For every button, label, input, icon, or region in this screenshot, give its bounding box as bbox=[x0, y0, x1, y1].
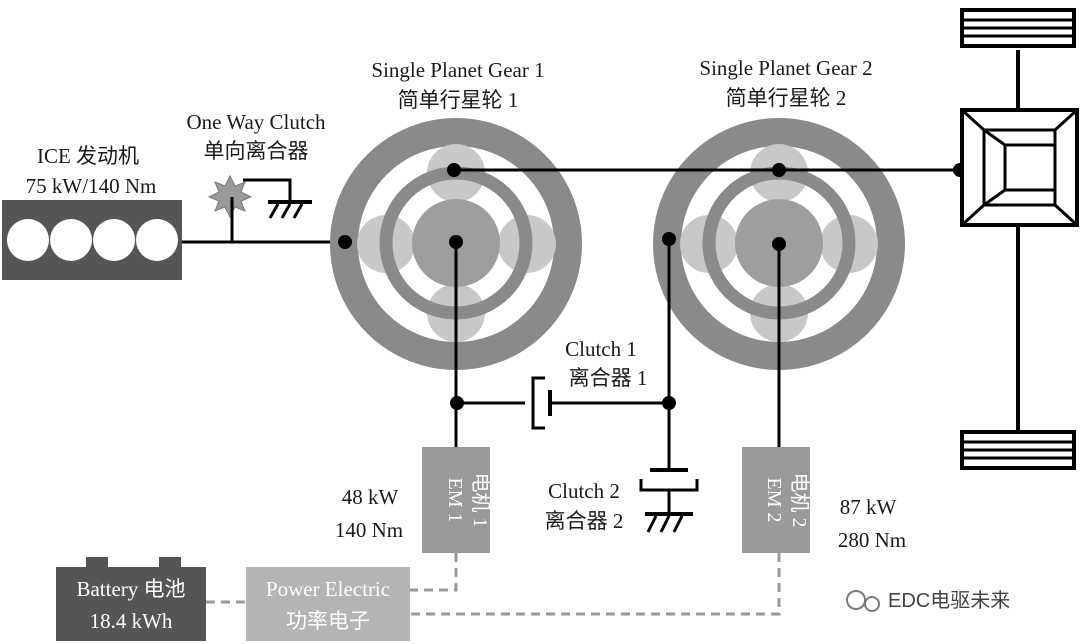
battery-terminal-right bbox=[159, 557, 181, 569]
clutch-2-ground-icon bbox=[645, 512, 693, 533]
engine-cylinder-4 bbox=[136, 219, 178, 261]
em1-label-en: EM 1 bbox=[444, 478, 466, 523]
planet-gear-2-label-zh: 简单行星轮 2 bbox=[726, 86, 847, 110]
clutch-2 bbox=[639, 468, 699, 512]
watermark-text: EDC电驱未来 bbox=[888, 589, 1010, 612]
engine-cylinder-3 bbox=[93, 219, 135, 261]
em2-box bbox=[742, 447, 810, 553]
wheel-bottom bbox=[960, 430, 1076, 470]
engine-cylinder-2 bbox=[50, 219, 92, 261]
one-way-clutch-label-en: One Way Clutch bbox=[186, 110, 326, 134]
em2-label-en: EM 2 bbox=[763, 478, 785, 523]
battery-title: Battery 电池 bbox=[76, 577, 185, 601]
em1-power: 48 kW bbox=[342, 485, 399, 509]
one-way-clutch-ground-icon bbox=[268, 200, 312, 219]
junction-dots bbox=[338, 163, 967, 410]
engine-cylinder-1 bbox=[7, 219, 49, 261]
planet-gear-1-label-zh: 简单行星轮 1 bbox=[398, 88, 519, 112]
em1-box bbox=[422, 447, 490, 553]
clutch-1 bbox=[456, 376, 669, 430]
battery-box bbox=[56, 567, 206, 641]
electrical-connections bbox=[206, 553, 781, 616]
clutch-2-label-en: Clutch 2 bbox=[548, 479, 620, 503]
em2-electrical-link bbox=[410, 553, 781, 616]
differential bbox=[960, 50, 1079, 432]
engine-title: ICE 发动机 bbox=[37, 144, 139, 168]
one-way-clutch-star-icon bbox=[207, 174, 253, 219]
battery bbox=[56, 557, 206, 641]
engine-spec: 75 kW/140 Nm bbox=[26, 174, 157, 198]
engine-block bbox=[2, 200, 182, 280]
watermark-logo-icon bbox=[846, 590, 880, 612]
junction-dot bbox=[772, 237, 786, 251]
planet-gear-2-label-en: Single Planet Gear 2 bbox=[699, 56, 872, 80]
junction-dot bbox=[338, 235, 352, 249]
junction-dot bbox=[662, 396, 676, 410]
junction-dot bbox=[447, 163, 461, 177]
battery-terminal-left bbox=[86, 557, 108, 569]
power-electric-label-zh: 功率电子 bbox=[286, 609, 370, 633]
junction-dot bbox=[772, 163, 786, 177]
junction-dot bbox=[662, 232, 676, 246]
junction-dot bbox=[449, 235, 463, 249]
junction-dot bbox=[450, 396, 464, 410]
one-way-clutch-arm bbox=[243, 178, 292, 200]
planet-gear-1-label-en: Single Planet Gear 1 bbox=[371, 58, 544, 82]
one-way-clutch-label-zh: 单向离合器 bbox=[204, 139, 309, 163]
em1-label-zh: 电机 1 bbox=[469, 473, 492, 528]
clutch-1-label-en: Clutch 1 bbox=[565, 337, 637, 361]
battery-capacity: 18.4 kWh bbox=[90, 609, 173, 633]
em2-power: 87 kW bbox=[840, 495, 897, 519]
em2-label-zh: 电机 2 bbox=[788, 473, 811, 528]
wheel-top bbox=[960, 8, 1076, 48]
em1-electrical-link bbox=[410, 553, 458, 592]
clutch-1-label-zh: 离合器 1 bbox=[569, 366, 648, 390]
power-electric-box bbox=[246, 567, 410, 641]
power-electric-label-en: Power Electric bbox=[266, 577, 390, 601]
em2-torque: 280 Nm bbox=[838, 528, 906, 552]
clutch-2-label-zh: 离合器 2 bbox=[545, 509, 624, 533]
em1-torque: 140 Nm bbox=[335, 518, 403, 542]
